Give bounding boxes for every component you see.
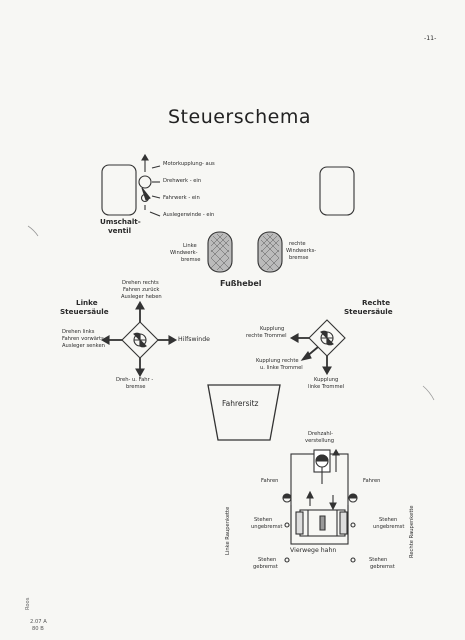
- left-pedal-label-3: bremse: [181, 257, 201, 263]
- right-bottom-text-1: Kupplung: [314, 377, 339, 383]
- item-slewing: Drehwerk - ein: [163, 178, 202, 184]
- right-column-title-1: Rechte: [362, 298, 391, 307]
- footer-roos: Roos: [25, 597, 31, 610]
- item-boom-winch: Auslegerwinde - ein: [163, 212, 215, 218]
- page-title: Steuerschema: [168, 106, 311, 128]
- left-pedal-label-2: Windwerk-: [170, 250, 198, 256]
- driver-seat: [207, 384, 281, 441]
- switch-valve-box: [101, 164, 137, 216]
- right-travel-label: Fahren: [363, 478, 381, 484]
- item-motor-coupling: Motorkupplung- aus: [163, 161, 215, 167]
- valve-label-1: Umschalt-: [100, 217, 141, 226]
- footer-line-2: 2.07 A: [30, 619, 47, 625]
- left-left-text-3: Ausleger senken: [62, 343, 105, 349]
- left-bottom-text-2: bremse: [126, 384, 146, 390]
- right-steering-column-diamond: [289, 319, 346, 376]
- left-top-text-2: Fahren zurück: [123, 287, 160, 293]
- right-left-text-1: Kupplung: [260, 326, 285, 332]
- right-bottom-text-2: linke Trommel: [308, 384, 345, 390]
- right-pedal-label-1: rechte: [289, 241, 306, 247]
- left-track-label: Linke Raupenkette: [225, 506, 231, 555]
- four-way-valve-label: Vierwege hahn: [290, 547, 337, 554]
- right-pedal: [257, 231, 283, 273]
- valve-knob-icon: [138, 175, 152, 189]
- page-number: -11-: [424, 35, 437, 42]
- right-lower-left-text-2: u. linke Trommel: [260, 365, 303, 371]
- item-travel: Fahrwerk - ein: [163, 195, 200, 201]
- hydraulic-scheme: [282, 448, 358, 563]
- left-stop-unbraked-1: Stehen: [254, 517, 273, 523]
- right-pedal-label-2: Windwerks-: [286, 248, 317, 254]
- left-pedal: [207, 231, 233, 273]
- driver-seat-label: Fahrersitz: [222, 399, 259, 408]
- left-top-text-3: Ausleger heben: [121, 294, 162, 300]
- left-travel-label: Fahren: [261, 478, 279, 484]
- left-stop-braked-2: gebremst: [253, 564, 278, 570]
- left-stop-braked-1: Stehen: [258, 557, 277, 563]
- left-column-title-1: Linke: [76, 298, 98, 307]
- footer-line-3: 80 B: [32, 626, 44, 632]
- foot-pedal-caption: Fußhebel: [220, 279, 262, 288]
- right-left-text-2: rechte Trommel: [246, 333, 287, 339]
- speed-adjust-label-2: verstellung: [305, 438, 335, 444]
- left-column-title-2: Steuersäule: [60, 307, 109, 316]
- left-left-text-2: Fahren vorwärts: [62, 336, 104, 342]
- left-top-text-1: Drehen rechts: [122, 280, 159, 286]
- right-lower-left-text-1: Kupplung rechte: [256, 358, 299, 364]
- speed-adjust-label-1: Drehzahl-: [308, 431, 333, 437]
- right-track-label: Rechte Raupenkette: [409, 505, 415, 558]
- right-stop-unbraked-2: ungebremst: [373, 524, 405, 530]
- right-column-title-2: Steuersäule: [344, 307, 393, 316]
- left-bottom-text-1: Dreh- u. Fahr -: [116, 377, 154, 383]
- right-stop-unbraked-1: Stehen: [379, 517, 398, 523]
- left-left-text-1: Drehen links: [62, 329, 95, 335]
- right-stop-braked-2: gebremst: [370, 564, 395, 570]
- auxiliary-winch-label: Hilfswinde: [178, 336, 210, 343]
- left-stop-unbraked-2: ungebremst: [251, 524, 283, 530]
- valve-label-2: ventil: [108, 226, 132, 235]
- right-stop-braked-1: Stehen: [369, 557, 388, 563]
- left-steering-column-diamond: [100, 300, 178, 378]
- right-pedal-label-3: bremse: [289, 255, 309, 261]
- right-top-box: [319, 166, 355, 216]
- left-pedal-label-1: Linke: [183, 243, 197, 249]
